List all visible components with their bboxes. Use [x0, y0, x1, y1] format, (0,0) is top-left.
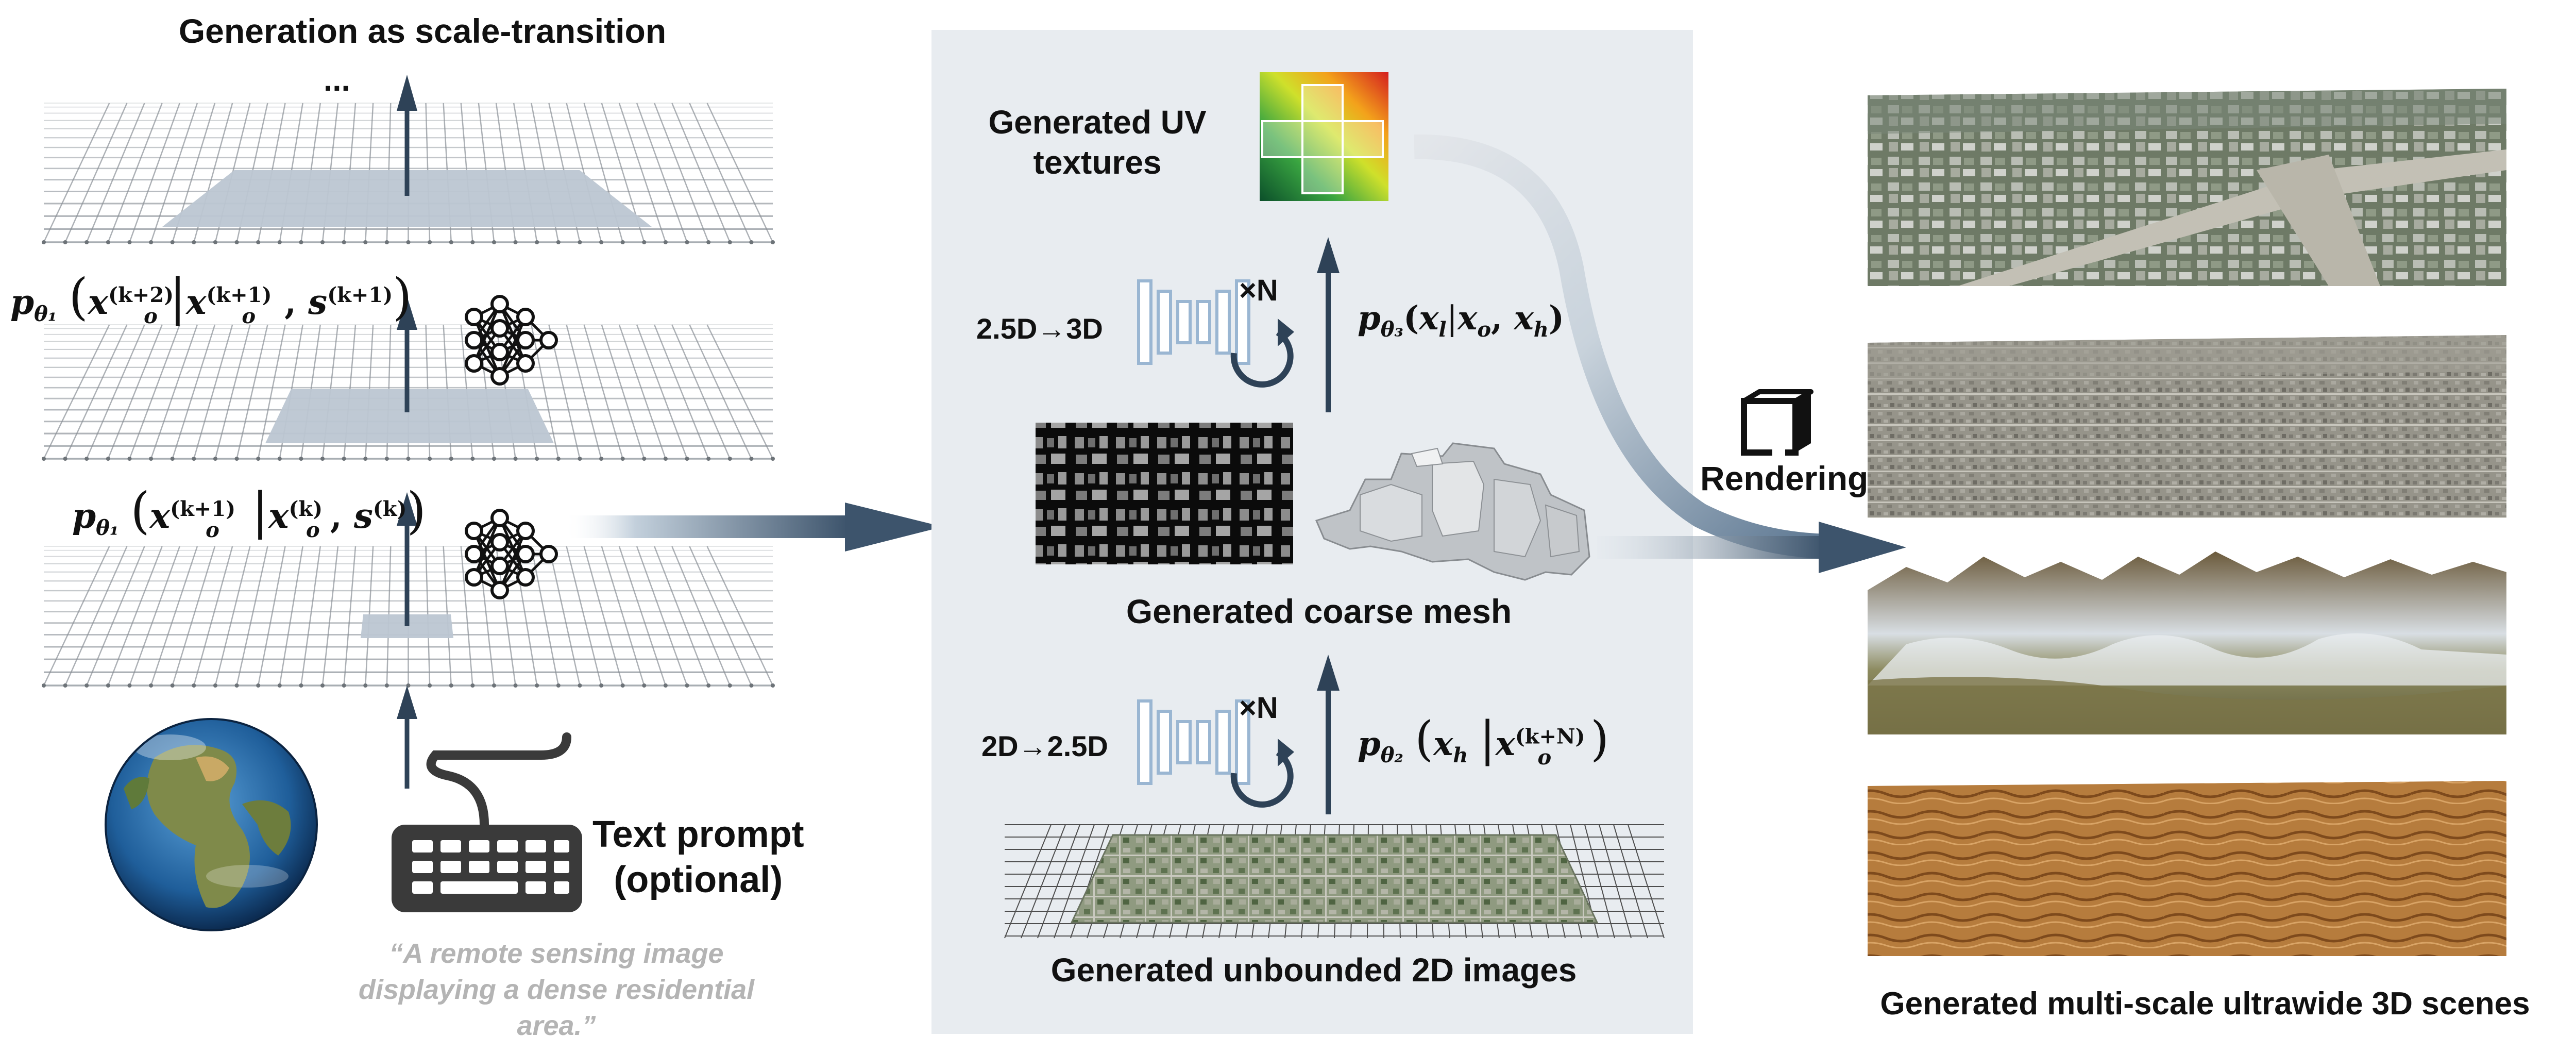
uv-textures-label: Generated UV textures	[988, 104, 1207, 181]
left-panel-title: Generation as scale-transition	[178, 12, 667, 50]
middle-arrows	[1317, 237, 1340, 814]
example-prompt: “A remote sensing image displaying a den…	[358, 938, 755, 1041]
keyboard-icon	[392, 732, 582, 912]
scene-mountains	[1868, 551, 2506, 734]
formula-theta2: pθ₂ (xh |x(k+N)o)	[1358, 711, 1609, 770]
loop-arrow-icon	[1230, 319, 1294, 388]
scenes-label: Generated multi-scale ultrawide 3D scene…	[1880, 986, 2530, 1022]
left-arrows	[397, 75, 417, 789]
loop-arrow-icon	[1230, 739, 1294, 808]
rendering-label: Rendering	[1700, 459, 1869, 497]
text-prompt-label: Text prompt (optional)	[592, 812, 804, 902]
repeat-label-bottom: ×N	[1239, 691, 1278, 725]
earth-icon	[105, 718, 318, 931]
unbounded-2d-images	[1004, 824, 1665, 939]
formula-theta3: pθ₃(xl|xo, xh)	[1358, 299, 1565, 342]
unbounded-images-label: Generated unbounded 2D images	[1050, 951, 1577, 989]
transition-formula-top: pθ₁ (x(k+2)o |x(k+1)o, s(k+1))	[10, 268, 412, 328]
neural-network-icon	[465, 509, 558, 599]
grid-highlight-middle	[265, 389, 554, 443]
grid-highlight-top	[162, 170, 652, 227]
arrow-mesh-to-render	[1597, 522, 1906, 573]
scene-desert	[1868, 781, 2506, 956]
repeat-label-top: ×N	[1239, 274, 1278, 307]
cube-icon	[1741, 389, 1814, 456]
transition-formula-bottom: pθ₁ (x(k+1)o |x(k)o, s(k))	[72, 482, 426, 542]
scene-city	[1868, 89, 2506, 286]
coarse-mesh-label: Generated coarse mesh	[1126, 592, 1512, 630]
scene-suburb	[1868, 335, 2506, 518]
stage-label-2d-to-25d: 2D→2.5D	[981, 730, 1108, 762]
text-prompt-line2: (optional)	[614, 859, 783, 900]
arrow-uv-to-render	[1414, 134, 1835, 559]
neural-network-icon	[465, 295, 558, 386]
ellipsis: ...	[324, 62, 350, 98]
arrow-left-to-middle	[564, 503, 943, 551]
stage-label-25d-to-3d: 2.5D→3D	[976, 312, 1103, 345]
height-map-image	[1036, 423, 1293, 564]
text-prompt-line1: Text prompt	[592, 814, 804, 855]
unet-icon	[1137, 279, 1250, 365]
coarse-mesh-image	[1315, 442, 1590, 581]
uv-texture-icon	[1260, 72, 1388, 201]
unet-icon	[1137, 699, 1250, 785]
